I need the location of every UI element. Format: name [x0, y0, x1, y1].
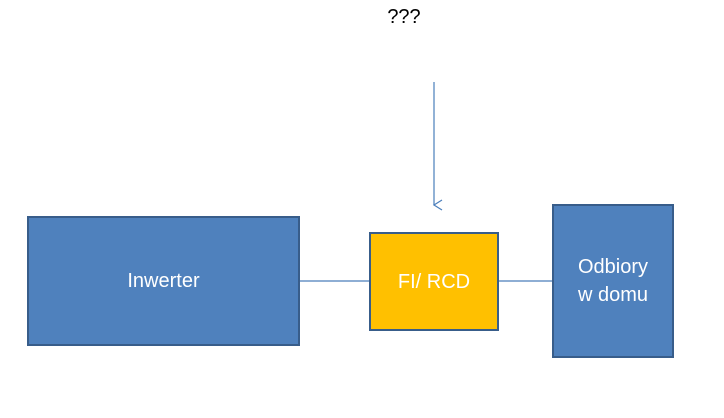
inverter-label: Inwerter — [127, 270, 200, 292]
household-loads-node: Odbiory w domu — [552, 204, 674, 358]
rcd-node: FI/ RCD — [369, 232, 499, 331]
inverter-node: Inwerter — [27, 216, 300, 346]
household-loads-label: Odbiory w domu — [577, 256, 649, 306]
question-label: ??? — [387, 6, 421, 28]
rcd-label: FI/ RCD — [397, 270, 471, 293]
